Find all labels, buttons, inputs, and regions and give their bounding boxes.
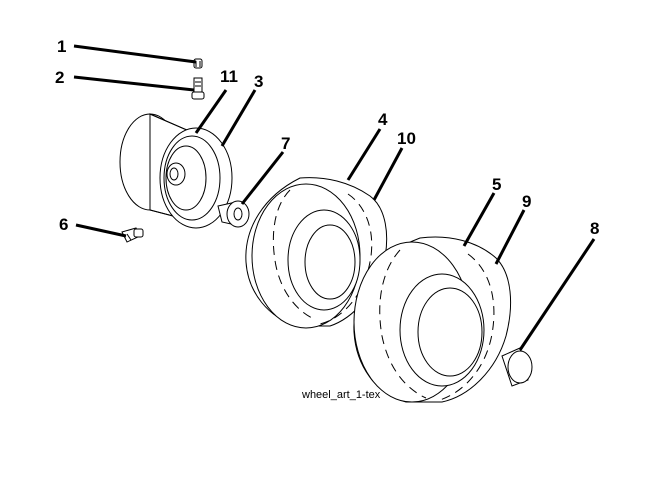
rear-tire-part	[353, 236, 512, 403]
callout-8: 8	[590, 219, 599, 238]
callout-9: 9	[522, 192, 531, 211]
bushing-part	[217, 200, 250, 228]
callout-leaders	[73, 44, 596, 351]
hub-cap-part	[501, 347, 533, 387]
leader-11	[194, 89, 228, 134]
callout-4: 4	[378, 110, 388, 129]
callout-3: 3	[254, 72, 263, 91]
leader-2	[73, 75, 195, 92]
leader-6	[75, 223, 127, 238]
leader-10	[372, 147, 404, 201]
callout-11: 11	[220, 67, 238, 86]
callout-10: 10	[397, 129, 416, 148]
callout-2: 2	[55, 68, 64, 87]
leader-5	[462, 192, 496, 247]
figure-caption: wheel_art_1-tex	[301, 389, 381, 401]
lug-bolt-part	[121, 227, 144, 243]
leader-7	[240, 151, 285, 205]
front-tire-part	[245, 177, 388, 329]
leader-3	[220, 89, 257, 147]
leader-1	[73, 44, 197, 64]
wheel-rim-part	[119, 113, 233, 229]
valve-stem-part	[191, 77, 205, 100]
leader-8	[518, 238, 596, 351]
callout-6: 6	[59, 215, 68, 234]
callout-1: 1	[57, 37, 66, 56]
valve-cap-part	[193, 58, 203, 69]
leader-9	[494, 209, 526, 265]
callout-5: 5	[492, 175, 501, 194]
callout-7: 7	[281, 134, 290, 153]
leader-4	[346, 128, 382, 181]
callout-numbers: 1 2 11 3 7 4 10 6 5 9 8	[55, 37, 599, 238]
